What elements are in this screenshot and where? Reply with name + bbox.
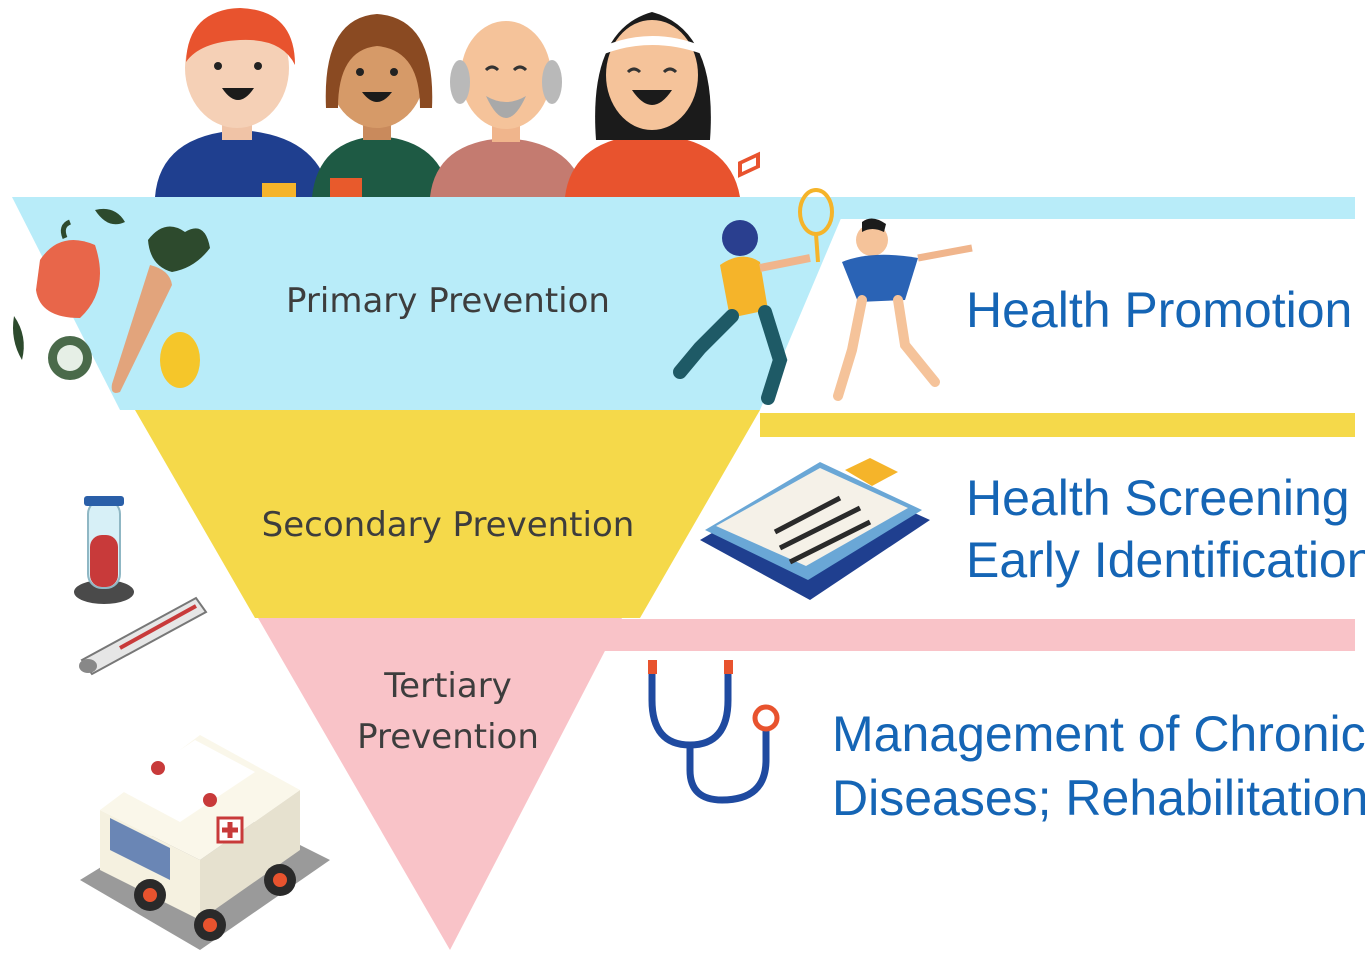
rehabilitation-text: Diseases; Rehabilitation (832, 770, 1365, 826)
health-screening-text: Health Screening (966, 470, 1350, 526)
vegetables-icon (13, 208, 210, 393)
secondary-prevention-tier (135, 410, 760, 618)
exercise-people-icon (673, 188, 973, 405)
ambulance-icon (80, 735, 330, 950)
thermometer-icon (79, 596, 208, 676)
primary-band (800, 197, 1355, 219)
early-identification-text: Early Identification (966, 532, 1365, 588)
tertiary-prevention-label-line2: Prevention (357, 717, 539, 757)
primary-prevention-tier (12, 197, 850, 410)
tertiary-prevention-label-line1: Tertiary (383, 666, 512, 706)
health-promotion-text: Health Promotion (966, 282, 1353, 338)
secondary-band (760, 413, 1355, 437)
stethoscope-icon (648, 660, 780, 804)
test-tube-icon (74, 496, 134, 604)
people-group-icon (155, 8, 740, 197)
tertiary-band (600, 619, 1355, 651)
chronic-disease-management-text: Management of Chronic (832, 706, 1365, 762)
checklist-icon (700, 151, 930, 600)
primary-prevention-label: Primary Prevention (286, 281, 610, 321)
tertiary-prevention-tier (258, 618, 622, 950)
secondary-prevention-label: Secondary Prevention (262, 505, 635, 545)
